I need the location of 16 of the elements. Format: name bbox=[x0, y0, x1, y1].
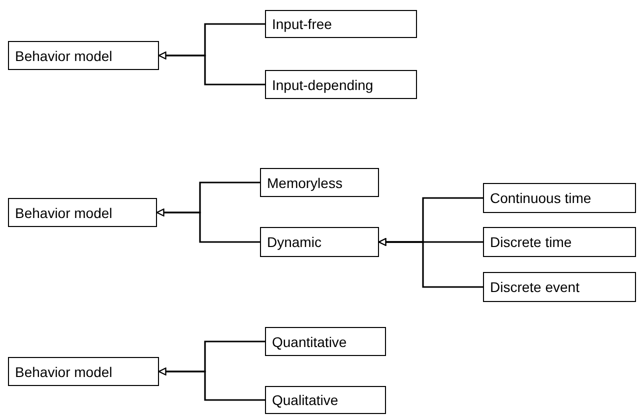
class-box: Qualitative bbox=[265, 386, 386, 414]
class-box: Behavior model bbox=[8, 357, 159, 386]
class-box: Memoryless bbox=[260, 168, 379, 197]
class-box: Behavior model bbox=[8, 198, 157, 227]
class-box: Quantitative bbox=[265, 327, 386, 356]
connector-arrow bbox=[156, 208, 260, 243]
class-box: Behavior model bbox=[8, 41, 159, 70]
connector-arrow bbox=[378, 238, 483, 288]
class-box: Discrete event bbox=[483, 272, 636, 302]
connector-arrow bbox=[158, 52, 265, 86]
class-box: Input-free bbox=[265, 10, 417, 38]
class-box: Discrete time bbox=[483, 227, 636, 257]
class-box: Continuous time bbox=[483, 183, 636, 213]
connector-arrow bbox=[158, 368, 265, 401]
class-box: Dynamic bbox=[260, 227, 379, 257]
class-box: Input-depending bbox=[265, 70, 417, 99]
